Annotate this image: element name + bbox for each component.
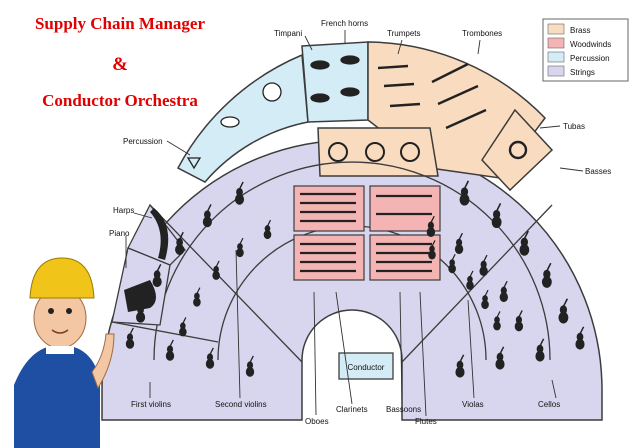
string-instrument-icon: [152, 263, 162, 288]
divider-violins: [111, 321, 219, 343]
horn-icons: [328, 142, 420, 162]
label-trumpets: Trumpets: [387, 29, 421, 38]
mascot-eye-right: [66, 308, 72, 314]
string-instrument-icon: [212, 260, 220, 280]
string-instrument-icon: [245, 355, 255, 377]
label-first-violins: First violins: [131, 400, 171, 409]
label-harps: Harps: [113, 206, 134, 215]
instrument-icons: [125, 180, 585, 378]
string-instrument-icon: [454, 232, 464, 255]
divider-left: [149, 204, 303, 363]
label-bassoons: Bassoons: [386, 405, 421, 414]
string-instrument-icon: [165, 339, 175, 361]
string-instrument-icon: [575, 326, 585, 350]
string-instrument-icon: [125, 327, 135, 349]
string-instrument-icon: [455, 354, 465, 378]
label-tubas: Tubas: [563, 122, 585, 131]
legend-swatch-percussion: [547, 51, 565, 63]
woodwind-box-4: [369, 234, 441, 281]
brass-icons: [377, 62, 528, 160]
string-instrument-icon: [514, 310, 524, 332]
title-line-1: Supply Chain Manager: [34, 14, 206, 33]
mascot-body: [14, 345, 100, 448]
mascot-collar: [46, 346, 74, 354]
tubas-section: [481, 108, 554, 192]
piano-icon: [124, 280, 156, 312]
string-instrument-icon: [558, 298, 569, 324]
string-instrument-icon: [495, 346, 505, 370]
string-instrument-icon: [426, 215, 436, 238]
french-horns-section: [317, 127, 439, 177]
string-instrument-icon: [459, 180, 470, 206]
string-instrument-icon: [481, 289, 489, 310]
string-instrument-icon: [479, 254, 488, 277]
string-instrument-icon: [448, 253, 456, 274]
label-second-violins: Second violins: [215, 400, 267, 409]
leader-lines: [125, 30, 584, 417]
label-percussion: Percussion: [123, 137, 163, 146]
woodwind-box-3: [293, 234, 365, 281]
string-instrument-icon: [519, 230, 530, 256]
legend-swatch-woodwinds: [547, 37, 565, 49]
string-instrument-icon: [491, 202, 502, 229]
label-clarinets: Clarinets: [336, 405, 368, 414]
label-flutes: Flutes: [415, 417, 437, 426]
legend-label-brass: Brass: [570, 26, 590, 35]
string-instrument-icon: [541, 262, 552, 288]
string-instrument-icon: [234, 181, 245, 205]
conductor-label: Conductor: [348, 363, 385, 372]
title-line-3: Conductor Orchestra: [42, 91, 198, 110]
legend-label-percussion: Percussion: [570, 54, 610, 63]
legend-label-woodwinds: Woodwinds: [570, 40, 611, 49]
label-french-horns: French horns: [321, 19, 368, 28]
string-instrument-icon: [493, 311, 501, 331]
mascot-smile: [51, 329, 69, 334]
string-instrument-icon: [175, 231, 185, 255]
string-instrument-icon: [535, 338, 545, 362]
string-instrument-icon: [179, 317, 187, 337]
string-instrument-icon: [205, 347, 215, 369]
clarinet-rows: [300, 192, 432, 273]
inner-ring-1: [153, 161, 551, 361]
mascot-arm: [91, 333, 115, 390]
string-instrument-icon: [193, 287, 201, 307]
string-instrument-icon: [499, 280, 508, 303]
legend-swatch-brass: [547, 23, 565, 35]
harp-icon: [150, 208, 169, 260]
string-instrument-icon: [202, 204, 212, 228]
label-violas: Violas: [462, 400, 484, 409]
label-basses: Basses: [585, 167, 611, 176]
divider-right: [401, 204, 553, 363]
title-line-2: &: [112, 54, 128, 75]
label-timpani: Timpani: [274, 29, 302, 38]
string-instrument-icon: [466, 270, 474, 290]
label-cellos: Cellos: [538, 400, 560, 409]
timpani-section: [301, 41, 369, 123]
legend-swatch-strings: [547, 65, 565, 77]
percussion-icons: [186, 55, 360, 170]
woodwind-box-1: [293, 185, 365, 232]
label-piano: Piano: [109, 229, 130, 238]
string-instrument-icon: [263, 219, 272, 240]
legend: Brass Woodwinds Percussion Strings: [547, 23, 611, 77]
label-oboes: Oboes: [305, 417, 329, 426]
string-instrument-icon: [428, 240, 436, 260]
worker-mascot: [14, 257, 115, 448]
label-trombones: Trombones: [462, 29, 502, 38]
string-instrument-icon: [236, 237, 244, 258]
helmet-icon: [29, 257, 95, 299]
mascot-eye-left: [48, 308, 54, 314]
legend-label-strings: Strings: [570, 68, 595, 77]
section-labels: Timpani French horns Trumpets Trombones …: [109, 19, 611, 426]
